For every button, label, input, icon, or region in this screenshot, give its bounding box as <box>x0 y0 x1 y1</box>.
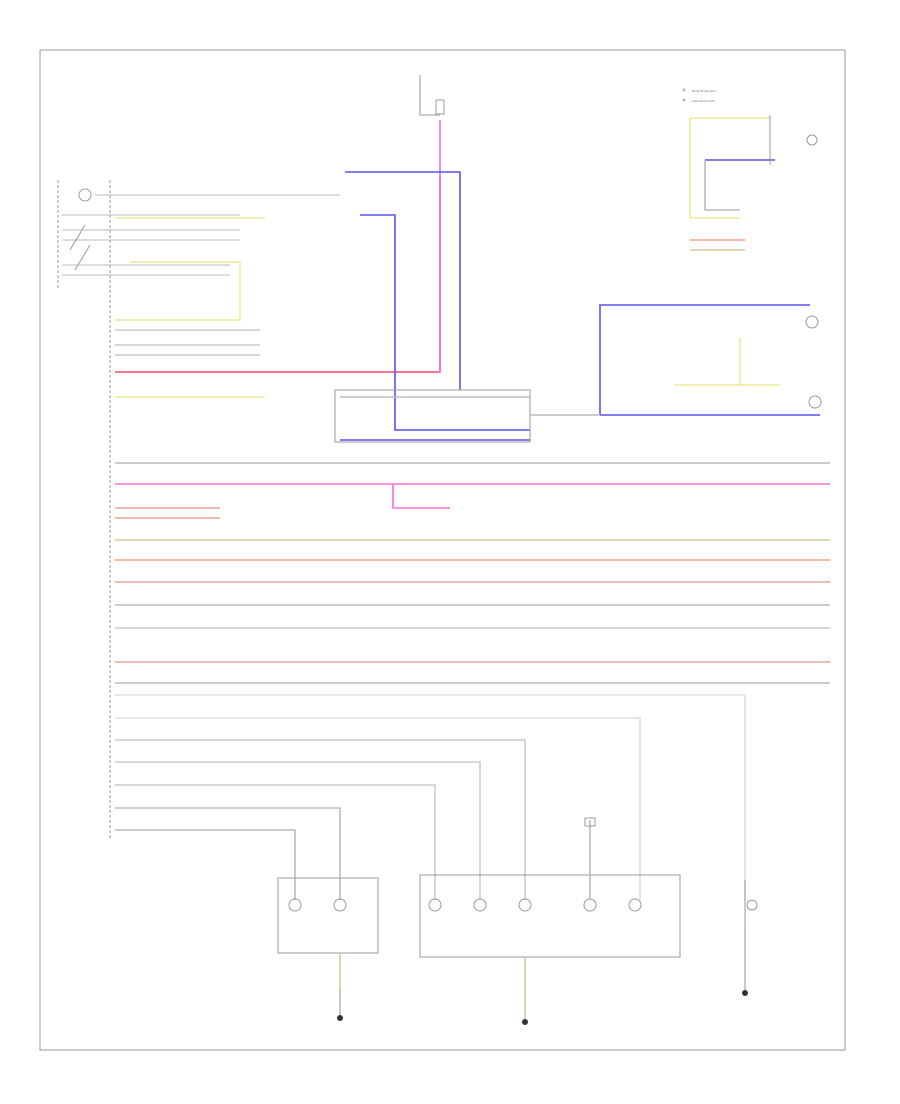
legend: Early Production Late Production <box>682 88 717 103</box>
wire-blue-right <box>599 304 810 415</box>
lamp-icon <box>583 898 597 912</box>
legend-label-early: Early Production <box>692 89 717 93</box>
lamp-housing <box>419 874 681 958</box>
blue-wires <box>340 159 820 441</box>
fuse-wire <box>419 75 440 116</box>
lamp-icon <box>518 898 532 912</box>
legend-marker-late <box>682 98 686 102</box>
fuse-feed <box>419 75 445 372</box>
lamp-icon <box>628 898 642 912</box>
left-switch-block <box>57 180 340 290</box>
ground-point-icon <box>742 990 748 996</box>
ground-point-icon <box>337 1015 343 1021</box>
ground-point-icon <box>522 1019 528 1025</box>
wire-blue <box>360 214 530 431</box>
lamp-icon <box>333 898 347 912</box>
right-lamp-components <box>675 115 822 409</box>
wire-yellow <box>689 117 770 219</box>
switch-contact <box>69 224 86 251</box>
bottom-right-lamp <box>742 880 758 996</box>
lamp-housing <box>277 877 379 954</box>
lamp-icon <box>428 898 442 912</box>
wire-grey-drop <box>115 739 526 900</box>
wire-grey-drop <box>115 807 341 900</box>
diagram-frame <box>39 49 846 1051</box>
fuse-icon <box>584 817 596 827</box>
switch-lamp-icon <box>78 188 92 202</box>
lamp-icon <box>746 899 758 911</box>
bottom-center-lamp-box <box>419 817 681 1025</box>
lamp-icon <box>473 898 487 912</box>
wire-grey-drop <box>115 784 436 900</box>
lamp-icon <box>806 134 818 146</box>
lamp-icon <box>805 315 819 329</box>
bottom-left-lamp-box <box>277 877 379 1021</box>
wire-grey <box>704 160 740 211</box>
wire-yellow <box>739 338 780 386</box>
legend-marker-early <box>682 88 686 92</box>
switch-contact <box>74 244 91 271</box>
lamp-icon <box>808 395 822 409</box>
wire-grey-drop <box>115 829 296 900</box>
wire-grey-drop <box>115 694 746 900</box>
wire-pink-branch <box>392 484 450 509</box>
wire-grey-drop <box>115 761 481 900</box>
junction-box <box>334 389 531 443</box>
lamp-icon <box>288 898 302 912</box>
wire-grey-drop <box>115 717 641 900</box>
harness-wires <box>115 175 830 900</box>
wire-red-feed <box>115 175 441 373</box>
legend-label-late: Late Production <box>692 99 716 103</box>
wire-blue <box>345 171 461 390</box>
wire-yellow <box>115 261 241 321</box>
fuse-icon <box>435 99 445 115</box>
